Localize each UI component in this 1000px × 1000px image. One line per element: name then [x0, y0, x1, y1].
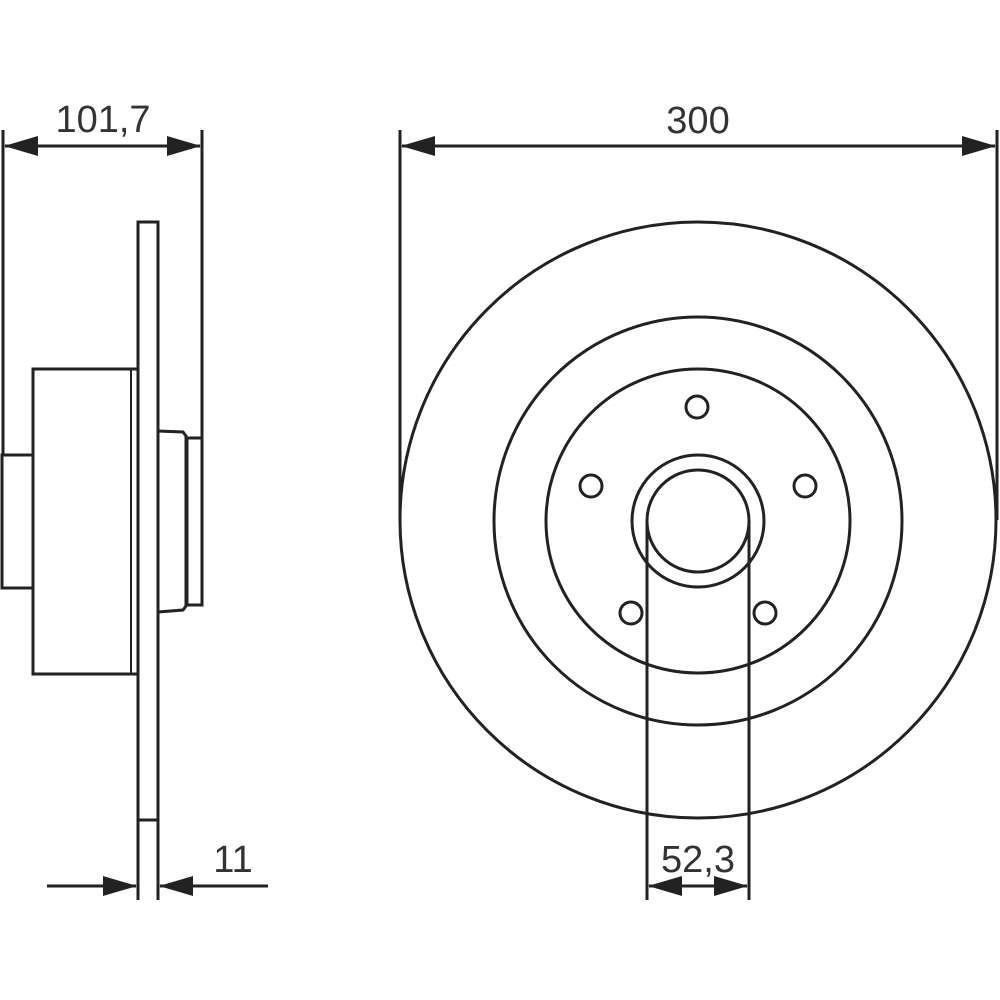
disc-inner-circle [492, 315, 904, 727]
dimension-label-bore: 52,3 [661, 839, 735, 881]
bolt-hole [578, 473, 604, 499]
bolt-hole [618, 600, 644, 626]
dimension-label-height: 101,7 [55, 99, 150, 141]
flange-cap [185, 436, 204, 607]
dimension-label-diameter: 300 [666, 100, 729, 142]
flange-step [157, 429, 188, 614]
disc-plate-side [136, 220, 160, 822]
dimension-label-thickness: 11 [213, 839, 252, 881]
hub-body [31, 367, 140, 676]
bolt-holes [578, 394, 818, 626]
side-view: 101,7 11 [0, 99, 268, 900]
bolt-hole [792, 473, 818, 499]
hub-stub [0, 453, 35, 590]
bolt-hole [684, 394, 710, 420]
hub-ring-circle [630, 453, 766, 589]
center-bore-circle [645, 468, 751, 574]
disc-outer-circle [398, 220, 998, 820]
front-view: 52,3 300 [398, 100, 999, 900]
bolt-hole [752, 600, 778, 626]
hat-circle [544, 367, 852, 675]
